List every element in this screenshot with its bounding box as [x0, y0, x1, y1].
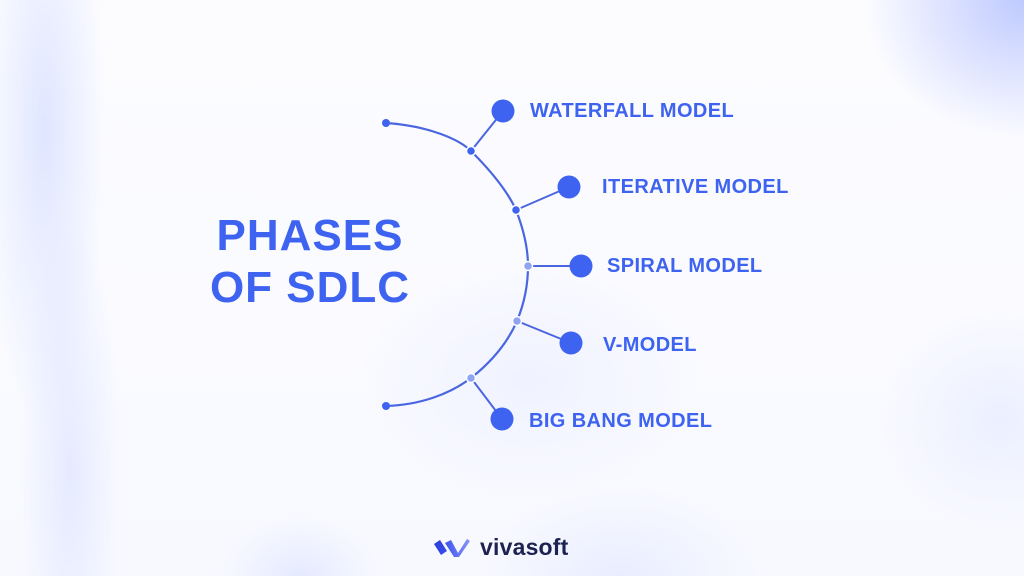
arc-node-bigbang: [465, 372, 477, 384]
bullet-iterative: [557, 175, 581, 199]
bullet-spiral: [569, 254, 593, 278]
title-line-1: PHASES: [216, 211, 404, 260]
brand-name: vivasoft: [480, 534, 569, 560]
title-line-2: OF SDLC: [209, 263, 411, 312]
arc-node-waterfall: [465, 145, 477, 157]
bullet-bigbang: [490, 407, 514, 431]
arc-path: [384, 121, 530, 408]
label-waterfall-model: WATERFALL MODEL: [530, 100, 735, 122]
arc-end-top-dot: [382, 119, 390, 127]
bullet-vmodel: [559, 331, 583, 355]
arc-node-spiral: [522, 260, 534, 272]
arc-node-iterative: [510, 204, 522, 216]
brand-logo: vivasoft: [432, 532, 569, 562]
vivasoft-logo-icon: [434, 539, 470, 557]
label-v-model: V-MODEL: [603, 334, 697, 356]
arc-end-bottom-dot: [382, 402, 390, 410]
bullet-waterfall: [491, 99, 515, 123]
label-big-bang-model: BIG BANG MODEL: [529, 410, 713, 432]
arc-node-vmodel: [511, 315, 523, 327]
label-spiral-model: SPIRAL MODEL: [607, 255, 763, 277]
page-title: PHASES OF SDLC: [190, 210, 430, 314]
label-iterative-model: ITERATIVE MODEL: [602, 176, 789, 198]
